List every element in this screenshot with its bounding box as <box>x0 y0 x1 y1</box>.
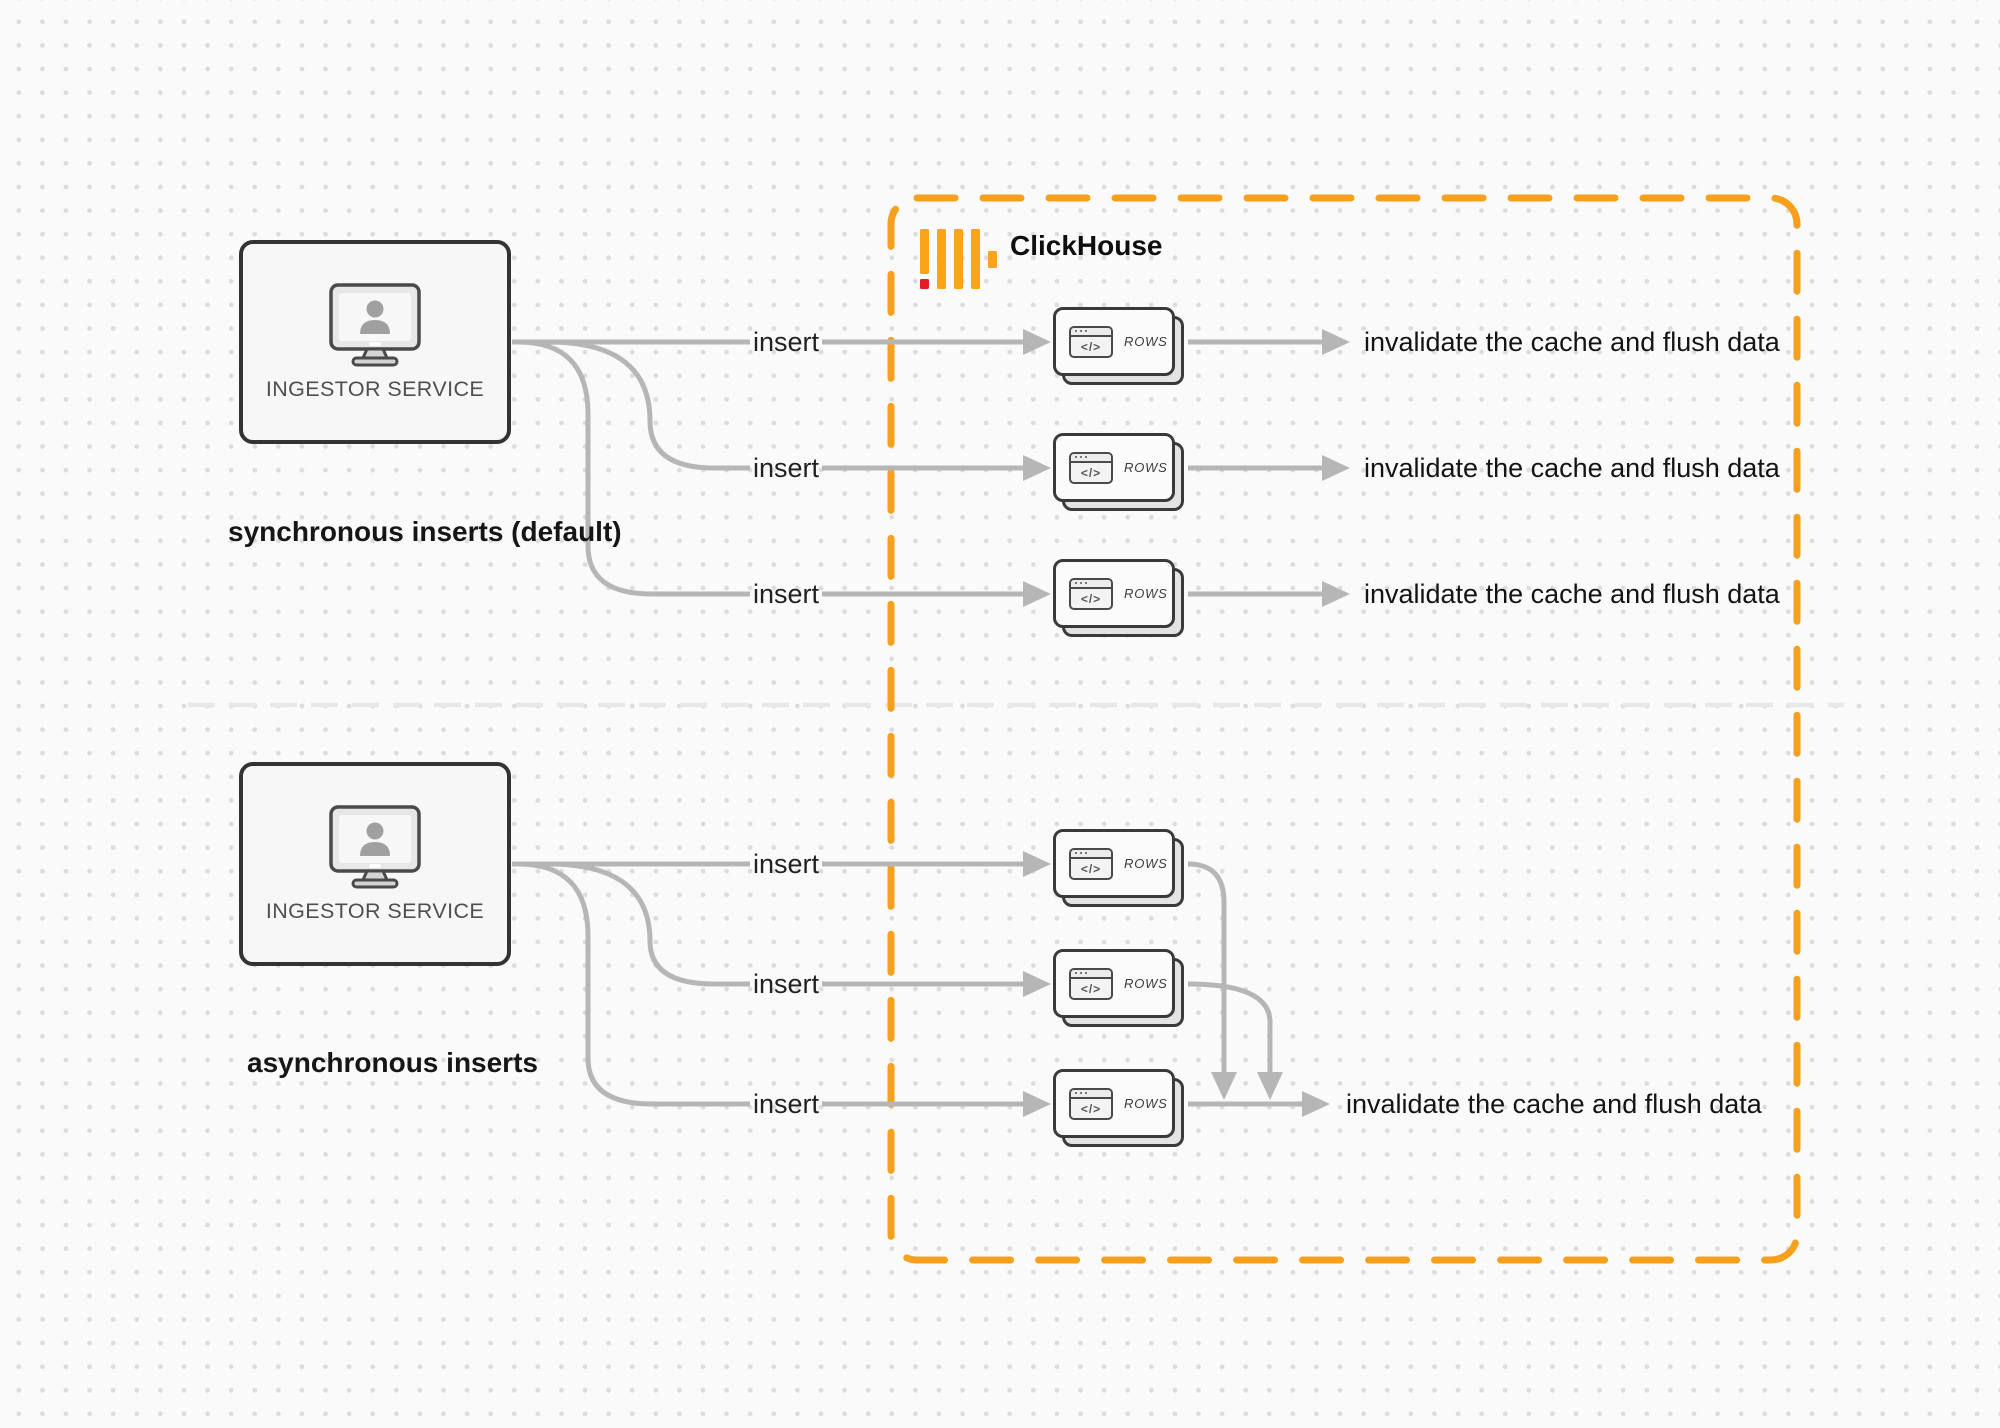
insert-label-sync-1: insert <box>752 327 820 357</box>
async-row3-branch <box>517 861 750 1107</box>
insert-label-async-1: insert <box>752 849 820 879</box>
ingestor-service-label: INGESTOR SERVICE <box>265 377 485 401</box>
arrowhead-sync-row1 <box>1023 329 1051 355</box>
window-titlebar <box>1071 969 1111 979</box>
async-converge-line-1 <box>1187 861 1227 1072</box>
sync-row3-branch <box>517 339 750 597</box>
rows-card-front: </> ROWS <box>1053 829 1175 898</box>
ingestor-service-box-async: INGESTOR SERVICE <box>239 762 511 966</box>
async-converge-line-2 <box>1187 981 1273 1072</box>
arrowhead-sync-result2 <box>1322 455 1350 481</box>
code-glyph: </> <box>1080 591 1102 606</box>
code-window-icon: </> <box>1069 577 1113 610</box>
ingestor-service-box-sync: INGESTOR SERVICE <box>239 240 511 444</box>
rows-card-front: </> ROWS <box>1053 559 1175 628</box>
insert-label-async-2: insert <box>752 969 820 999</box>
monitor-user-icon <box>329 805 421 889</box>
rows-card-async-1: </> ROWS <box>1053 829 1184 907</box>
code-glyph: </> <box>1080 981 1102 996</box>
rows-card-sync-2: </> ROWS <box>1053 433 1184 511</box>
insert-label-async-3: insert <box>752 1089 820 1119</box>
rows-card-label: ROWS <box>1124 334 1168 349</box>
code-glyph: </> <box>1080 339 1102 354</box>
rows-card-async-3: </> ROWS <box>1053 1069 1184 1147</box>
code-window-icon: </> <box>1069 451 1113 484</box>
rows-card-front: </> ROWS <box>1053 307 1175 376</box>
arrowhead-sync-row3 <box>1023 581 1051 607</box>
clickhouse-dashed-boundary <box>887 194 1801 1264</box>
rows-card-sync-3: </> ROWS <box>1053 559 1184 637</box>
code-window-icon: </> <box>1069 967 1113 1000</box>
arrowhead-async-result <box>1302 1091 1330 1117</box>
monitor-user-icon <box>329 283 421 367</box>
ingestor-service-label: INGESTOR SERVICE <box>265 899 485 923</box>
result-label-async: invalidate the cache and flush data <box>1346 1089 1762 1119</box>
arrowhead-sync-result1 <box>1322 329 1350 355</box>
window-titlebar <box>1071 579 1111 589</box>
rows-card-label: ROWS <box>1124 976 1168 991</box>
arrowhead-down-converge-2 <box>1257 1072 1283 1100</box>
code-glyph: </> <box>1080 465 1102 480</box>
rows-card-label: ROWS <box>1124 460 1168 475</box>
sync-row2-branch <box>547 339 750 471</box>
arrowhead-sync-row2 <box>1023 455 1051 481</box>
sync-section-caption: synchronous inserts (default) <box>228 516 622 547</box>
result-label-sync-2: invalidate the cache and flush data <box>1364 453 1780 483</box>
window-titlebar <box>1071 849 1111 859</box>
code-window-icon: </> <box>1069 1087 1113 1120</box>
code-glyph: </> <box>1080 1101 1102 1116</box>
clickhouse-logo-icon <box>920 229 997 289</box>
arrowhead-async-row1 <box>1023 851 1051 877</box>
rows-card-front: </> ROWS <box>1053 433 1175 502</box>
window-titlebar <box>1071 1089 1111 1099</box>
result-label-sync-1: invalidate the cache and flush data <box>1364 327 1780 357</box>
async-section-caption: asynchronous inserts <box>247 1047 538 1078</box>
window-titlebar <box>1071 453 1111 463</box>
arrow-heads <box>1023 329 1350 1117</box>
clickhouse-title: ClickHouse <box>1010 230 1163 261</box>
async-row2-branch <box>547 861 750 987</box>
arrow-lines <box>512 339 1322 1107</box>
rows-card-front: </> ROWS <box>1053 949 1175 1018</box>
arrowhead-sync-result3 <box>1322 581 1350 607</box>
rows-card-label: ROWS <box>1124 586 1168 601</box>
code-window-icon: </> <box>1069 847 1113 880</box>
insert-label-sync-2: insert <box>752 453 820 483</box>
insert-label-sync-3: insert <box>752 579 820 609</box>
rows-card-label: ROWS <box>1124 856 1168 871</box>
arrowhead-down-converge-1 <box>1211 1072 1237 1100</box>
window-titlebar <box>1071 327 1111 337</box>
result-label-sync-3: invalidate the cache and flush data <box>1364 579 1780 609</box>
arrowhead-async-row3 <box>1023 1091 1051 1117</box>
rows-card-label: ROWS <box>1124 1096 1168 1111</box>
rows-card-sync-1: </> ROWS <box>1053 307 1184 385</box>
code-window-icon: </> <box>1069 325 1113 358</box>
code-glyph: </> <box>1080 861 1102 876</box>
rows-card-front: </> ROWS <box>1053 1069 1175 1138</box>
rows-card-async-2: </> ROWS <box>1053 949 1184 1027</box>
arrowhead-async-row2 <box>1023 971 1051 997</box>
